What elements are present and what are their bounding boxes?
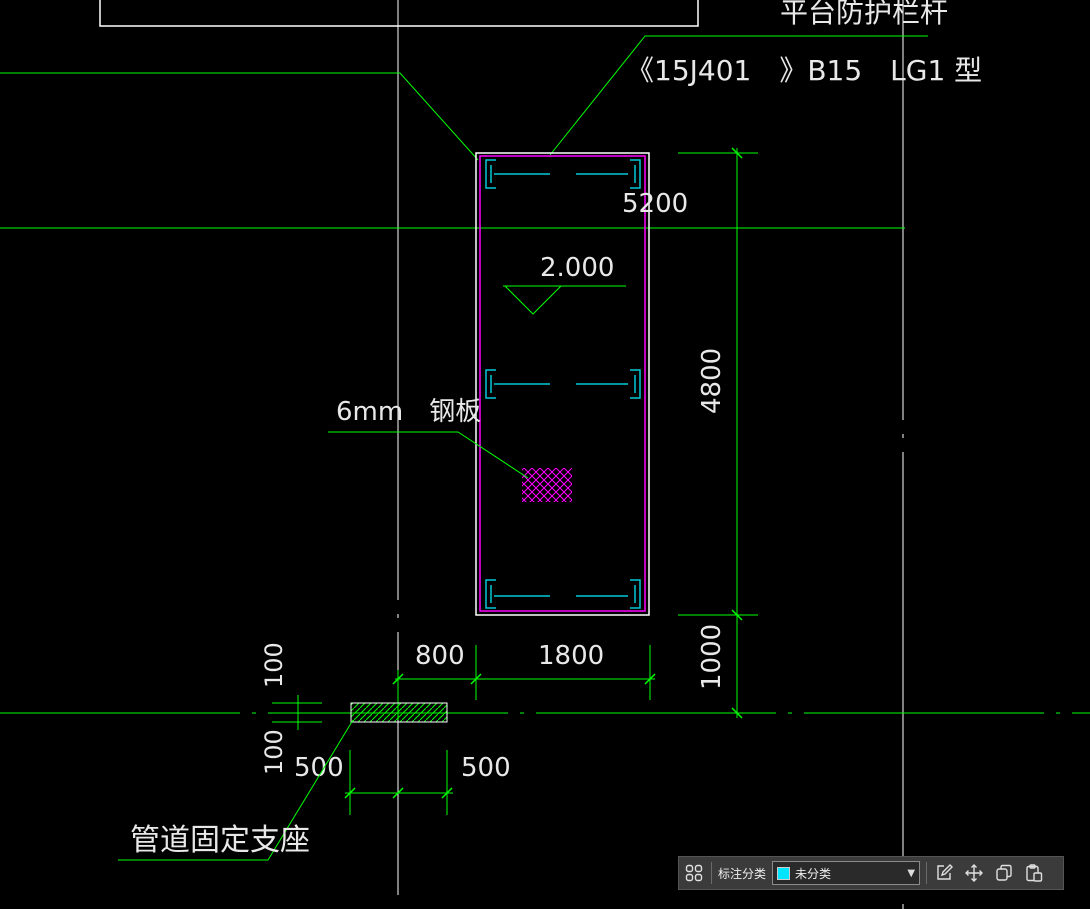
- move-icon[interactable]: [959, 858, 989, 888]
- channel-row-middle: [485, 369, 641, 399]
- dim-text-5200: 5200: [622, 189, 688, 219]
- toolbar-separator: [926, 862, 928, 884]
- steel-plate-text: 6mm 钢板: [336, 397, 481, 427]
- railing-title-text: 平台防护栏杆: [780, 0, 948, 29]
- pipe-support-text: 管道固定支座: [130, 823, 310, 858]
- elevation-text: 2.000: [540, 253, 614, 283]
- elevation-triangle: [504, 285, 562, 315]
- category-selected-value: 未分类: [795, 866, 832, 881]
- dim-text-1800: 1800: [538, 641, 604, 671]
- dim-text-800: 800: [415, 641, 465, 671]
- toolbar-separator: [711, 862, 712, 884]
- leader-line-left: [0, 72, 479, 161]
- platform-outline: [475, 152, 650, 616]
- railing-spec-text: 《15J401 》B15 LG1 型: [626, 54, 982, 87]
- chevron-down-icon: ▼: [907, 867, 916, 879]
- copy-icon[interactable]: [989, 858, 1019, 888]
- paste-icon[interactable]: [1019, 858, 1049, 888]
- dim-tick-middle: [731, 609, 743, 621]
- dim-text-100-top: 100: [260, 642, 288, 688]
- dim-tick-500-left: [344, 787, 356, 799]
- annotation-toolbar: 标注分类 未分类 ▼: [678, 856, 1064, 890]
- leader-line-pipe-support: [118, 719, 354, 861]
- dim-tick-500-right: [441, 787, 453, 799]
- annotation-category-label: 标注分类: [718, 866, 767, 881]
- dim-tick-bottom: [731, 707, 743, 719]
- category-color-swatch: [777, 866, 791, 880]
- annotation-category-select[interactable]: 未分类 ▼: [772, 861, 921, 885]
- dim-text-500-left: 500: [294, 753, 344, 783]
- steel-plate-hatch: [522, 468, 572, 502]
- dim-tick-top: [731, 147, 743, 159]
- leader-line-steel-plate: [328, 431, 529, 479]
- platform-inner-magenta: [479, 155, 646, 612]
- dim-text-1000: 1000: [697, 624, 727, 690]
- grid-icon[interactable]: [679, 858, 709, 888]
- dim-text-500-right: 500: [461, 753, 511, 783]
- channel-row-bottom: [485, 579, 641, 609]
- dim-tick-800-left: [392, 673, 404, 685]
- upper-frame-outline: [99, 0, 699, 27]
- dim-tick-1800-right: [644, 673, 656, 685]
- dim-text-4800: 4800: [697, 348, 727, 414]
- leader-line-railing: [549, 35, 928, 156]
- pipe-support-block: [350, 702, 448, 723]
- dim-tick-500-mid: [392, 787, 404, 799]
- dim-text-100-bottom: 100: [260, 729, 288, 775]
- channel-row-top: [485, 159, 641, 189]
- dim-tick-800-right: [470, 673, 482, 685]
- edit-icon[interactable]: [929, 858, 959, 888]
